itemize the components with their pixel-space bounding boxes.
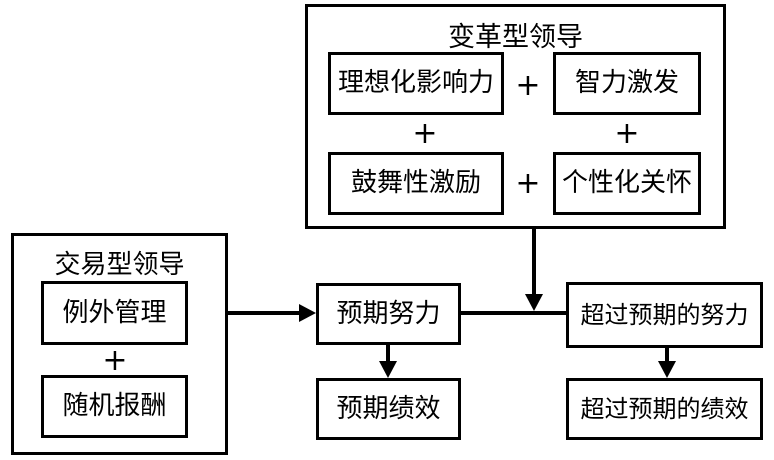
operator-plus-transactional: +: [102, 343, 128, 378]
group-transformational-leadership-title: 变革型领导: [448, 22, 583, 53]
box-beyond-expected-effort[interactable]: 超过预期的努力: [566, 282, 763, 348]
box-beyond-expected-performance[interactable]: 超过预期的绩效: [566, 378, 763, 440]
connector-transactional-to-expected-effort-arrowhead: [299, 304, 316, 322]
box-management-by-exception[interactable]: 例外管理: [41, 281, 188, 345]
operator-plus-transformational-right: +: [614, 116, 640, 151]
connector-expected-effort-to-performance-arrowhead: [379, 361, 397, 378]
connector-transformational-to-effort-line: [532, 228, 536, 294]
connector-expected-effort-to-beyond-effort-line: [460, 311, 567, 315]
box-inspirational-motivation[interactable]: 鼓舞性激励: [328, 152, 504, 215]
box-expected-effort[interactable]: 预期努力: [316, 283, 461, 345]
connector-transactional-to-expected-effort-line: [228, 311, 302, 315]
operator-plus-transformational-left: +: [412, 116, 438, 151]
box-contingent-reward[interactable]: 随机报酬: [41, 375, 188, 438]
group-transactional-leadership-title: 交易型领导: [54, 250, 185, 280]
box-individualized-consideration[interactable]: 个性化关怀: [553, 152, 701, 215]
box-idealized-influence[interactable]: 理想化影响力: [328, 52, 504, 115]
operator-plus-transformational-bottom: +: [515, 166, 541, 201]
box-expected-performance[interactable]: 预期绩效: [316, 378, 461, 440]
connector-beyond-effort-to-beyond-performance-line: [665, 348, 669, 364]
connector-expected-effort-to-performance-line: [386, 345, 390, 365]
operator-plus-transformational-top: +: [515, 68, 541, 103]
connector-transformational-to-effort-arrowhead: [525, 294, 543, 311]
connector-beyond-effort-to-beyond-performance-arrowhead: [658, 361, 676, 378]
box-intellectual-stimulation[interactable]: 智力激发: [553, 52, 701, 115]
